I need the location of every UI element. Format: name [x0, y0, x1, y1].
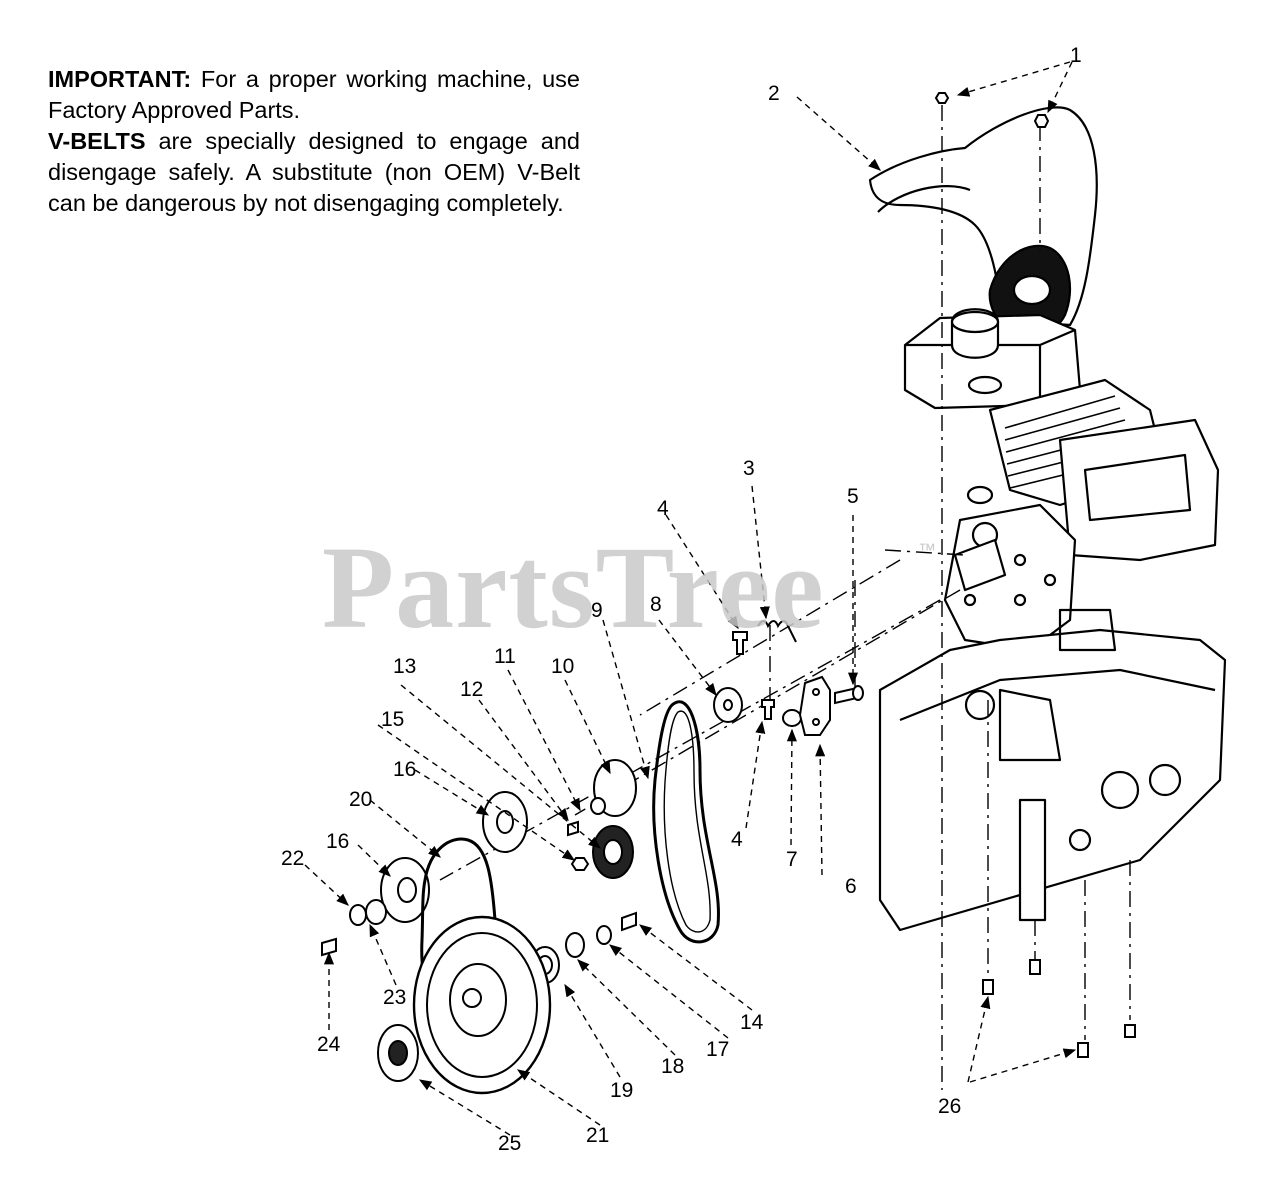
part-4-bolt-top — [732, 631, 748, 655]
part-24-bolt — [321, 937, 337, 957]
part-15-nut — [570, 857, 590, 871]
callout-15: 15 — [381, 708, 404, 731]
important-label: IMPORTANT: — [48, 66, 192, 92]
assembly-lines — [439, 105, 1131, 1090]
part-26-bolt-left — [982, 979, 994, 995]
callout-17: 17 — [706, 1038, 729, 1061]
callout-26: 26 — [938, 1095, 961, 1118]
callout-19: 19 — [610, 1079, 633, 1102]
callout-2: 2 — [768, 82, 780, 105]
part-11-bolt — [567, 820, 579, 837]
callout-7: 7 — [786, 848, 798, 871]
callout-9: 9 — [591, 599, 603, 622]
important-notice: IMPORTANT: For a proper working machine,… — [48, 64, 580, 219]
part-22-washer — [349, 904, 367, 926]
part-1-nut-left — [934, 92, 950, 104]
part-26-bolt-right — [1077, 1042, 1089, 1058]
callout-18: 18 — [661, 1055, 684, 1078]
callout-16-lower: 16 — [326, 830, 349, 853]
part-18-washer — [565, 932, 585, 958]
callout-6: 6 — [845, 875, 857, 898]
part-4-bolt-lower — [761, 699, 775, 720]
callout-25: 25 — [498, 1132, 521, 1155]
callout-24: 24 — [317, 1033, 341, 1056]
vbelts-paragraph: V-BELTS are specially designed to engage… — [48, 126, 580, 219]
callout-11: 11 — [494, 645, 516, 668]
callout-1: 1 — [1070, 44, 1082, 67]
part-14-bolt — [621, 911, 637, 932]
important-paragraph: IMPORTANT: For a proper working machine,… — [48, 64, 580, 126]
callout-10: 10 — [551, 655, 574, 678]
leader-lines — [304, 61, 1077, 1136]
vbelts-text: are specially designed to engage and dis… — [48, 128, 580, 216]
callout-14: 14 — [740, 1011, 764, 1034]
callout-22: 22 — [281, 847, 304, 870]
part-7-washer — [782, 709, 802, 727]
important-text: For a proper working machine, use Factor… — [48, 66, 580, 123]
part-23-washer — [365, 899, 387, 925]
part-1-nut-right — [1033, 114, 1050, 128]
vbelts-label: V-BELTS — [48, 128, 146, 154]
callout-3: 3 — [743, 457, 755, 480]
callout-8: 8 — [650, 593, 662, 616]
callout-13: 13 — [393, 655, 416, 678]
callout-21: 21 — [586, 1124, 609, 1147]
part-3-spring — [757, 620, 797, 643]
callout-16-upper: 16 — [393, 758, 416, 781]
part-9-v-belt — [652, 700, 720, 944]
callout-5: 5 — [847, 485, 859, 508]
callout-labels: 1 2 3 4 5 9 8 13 11 10 12 15 16 20 16 22… — [281, 44, 1082, 1155]
callout-4-upper: 4 — [657, 497, 669, 520]
callout-12: 12 — [460, 678, 483, 701]
callout-4-lower: 4 — [731, 828, 743, 851]
callout-23: 23 — [383, 986, 406, 1009]
engine-assembly — [868, 106, 1227, 932]
callout-20: 20 — [349, 788, 372, 811]
part-6-bracket — [798, 675, 831, 736]
part-17-washer — [596, 925, 612, 945]
muffler — [1058, 418, 1220, 562]
part-12-washer — [590, 797, 606, 815]
crankshaft — [953, 538, 1007, 592]
